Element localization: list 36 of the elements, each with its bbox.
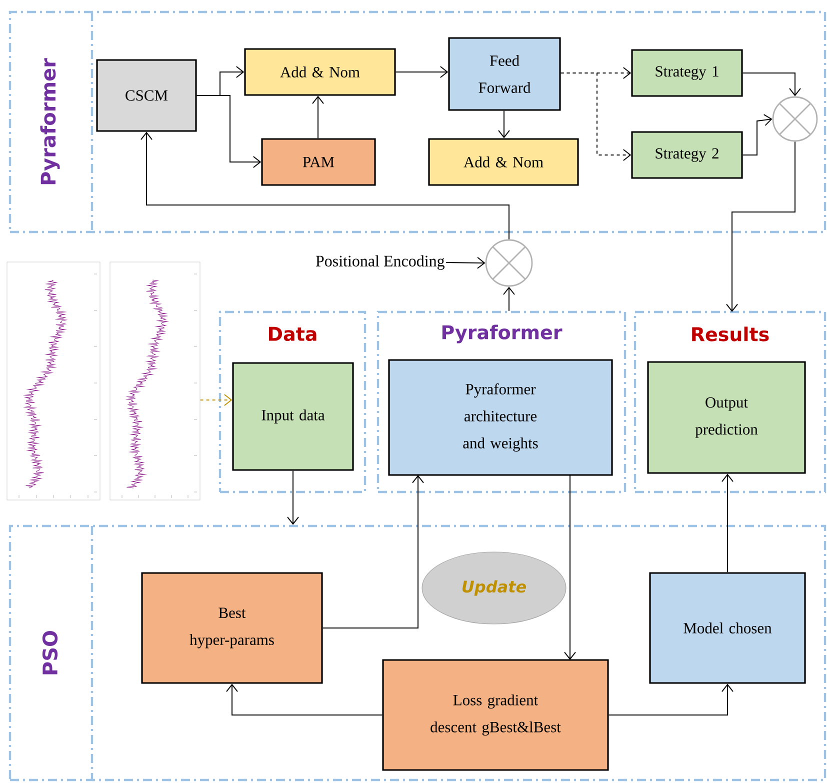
process-box: CSCM xyxy=(96,59,197,132)
line-plot-drawing xyxy=(6,262,100,500)
process-box: Feed Forward xyxy=(448,37,561,111)
process-box: Model chosen xyxy=(649,572,806,684)
process-box: Loss gradient descent gBest&lBest xyxy=(382,659,609,771)
arrow xyxy=(608,684,734,716)
arrow xyxy=(564,474,576,660)
process-box: Strategy 2 xyxy=(631,131,743,179)
multiplier-symbol xyxy=(772,96,818,142)
arrow xyxy=(395,66,448,78)
multiplier-symbol xyxy=(485,239,533,287)
process-box: Output prediction xyxy=(647,361,806,474)
arrow xyxy=(742,114,772,156)
arrow xyxy=(726,141,796,312)
process-box: Best hyper-params xyxy=(141,572,323,684)
process-box: Pyraformer architecture and weights xyxy=(388,359,613,476)
arrow xyxy=(498,110,510,138)
arrow xyxy=(287,470,299,525)
arrow xyxy=(742,72,801,96)
input-label: Positional Encoding xyxy=(316,255,445,270)
arrow xyxy=(140,132,510,240)
arrow xyxy=(503,286,515,312)
arrow xyxy=(322,475,424,628)
process-box: Add & Nom xyxy=(428,138,579,186)
line-plot-drawing xyxy=(110,262,200,500)
process-box: Input data xyxy=(232,362,354,471)
arrow xyxy=(560,72,632,161)
process-box: PAM xyxy=(261,138,376,186)
arrow xyxy=(226,684,383,716)
arrow xyxy=(200,394,232,406)
arrow xyxy=(722,474,734,573)
arrow xyxy=(196,95,262,168)
arrow xyxy=(446,256,486,269)
arrow xyxy=(312,96,324,139)
process-box: Add & Nom xyxy=(244,48,396,96)
process-box: Strategy 1 xyxy=(631,49,743,97)
